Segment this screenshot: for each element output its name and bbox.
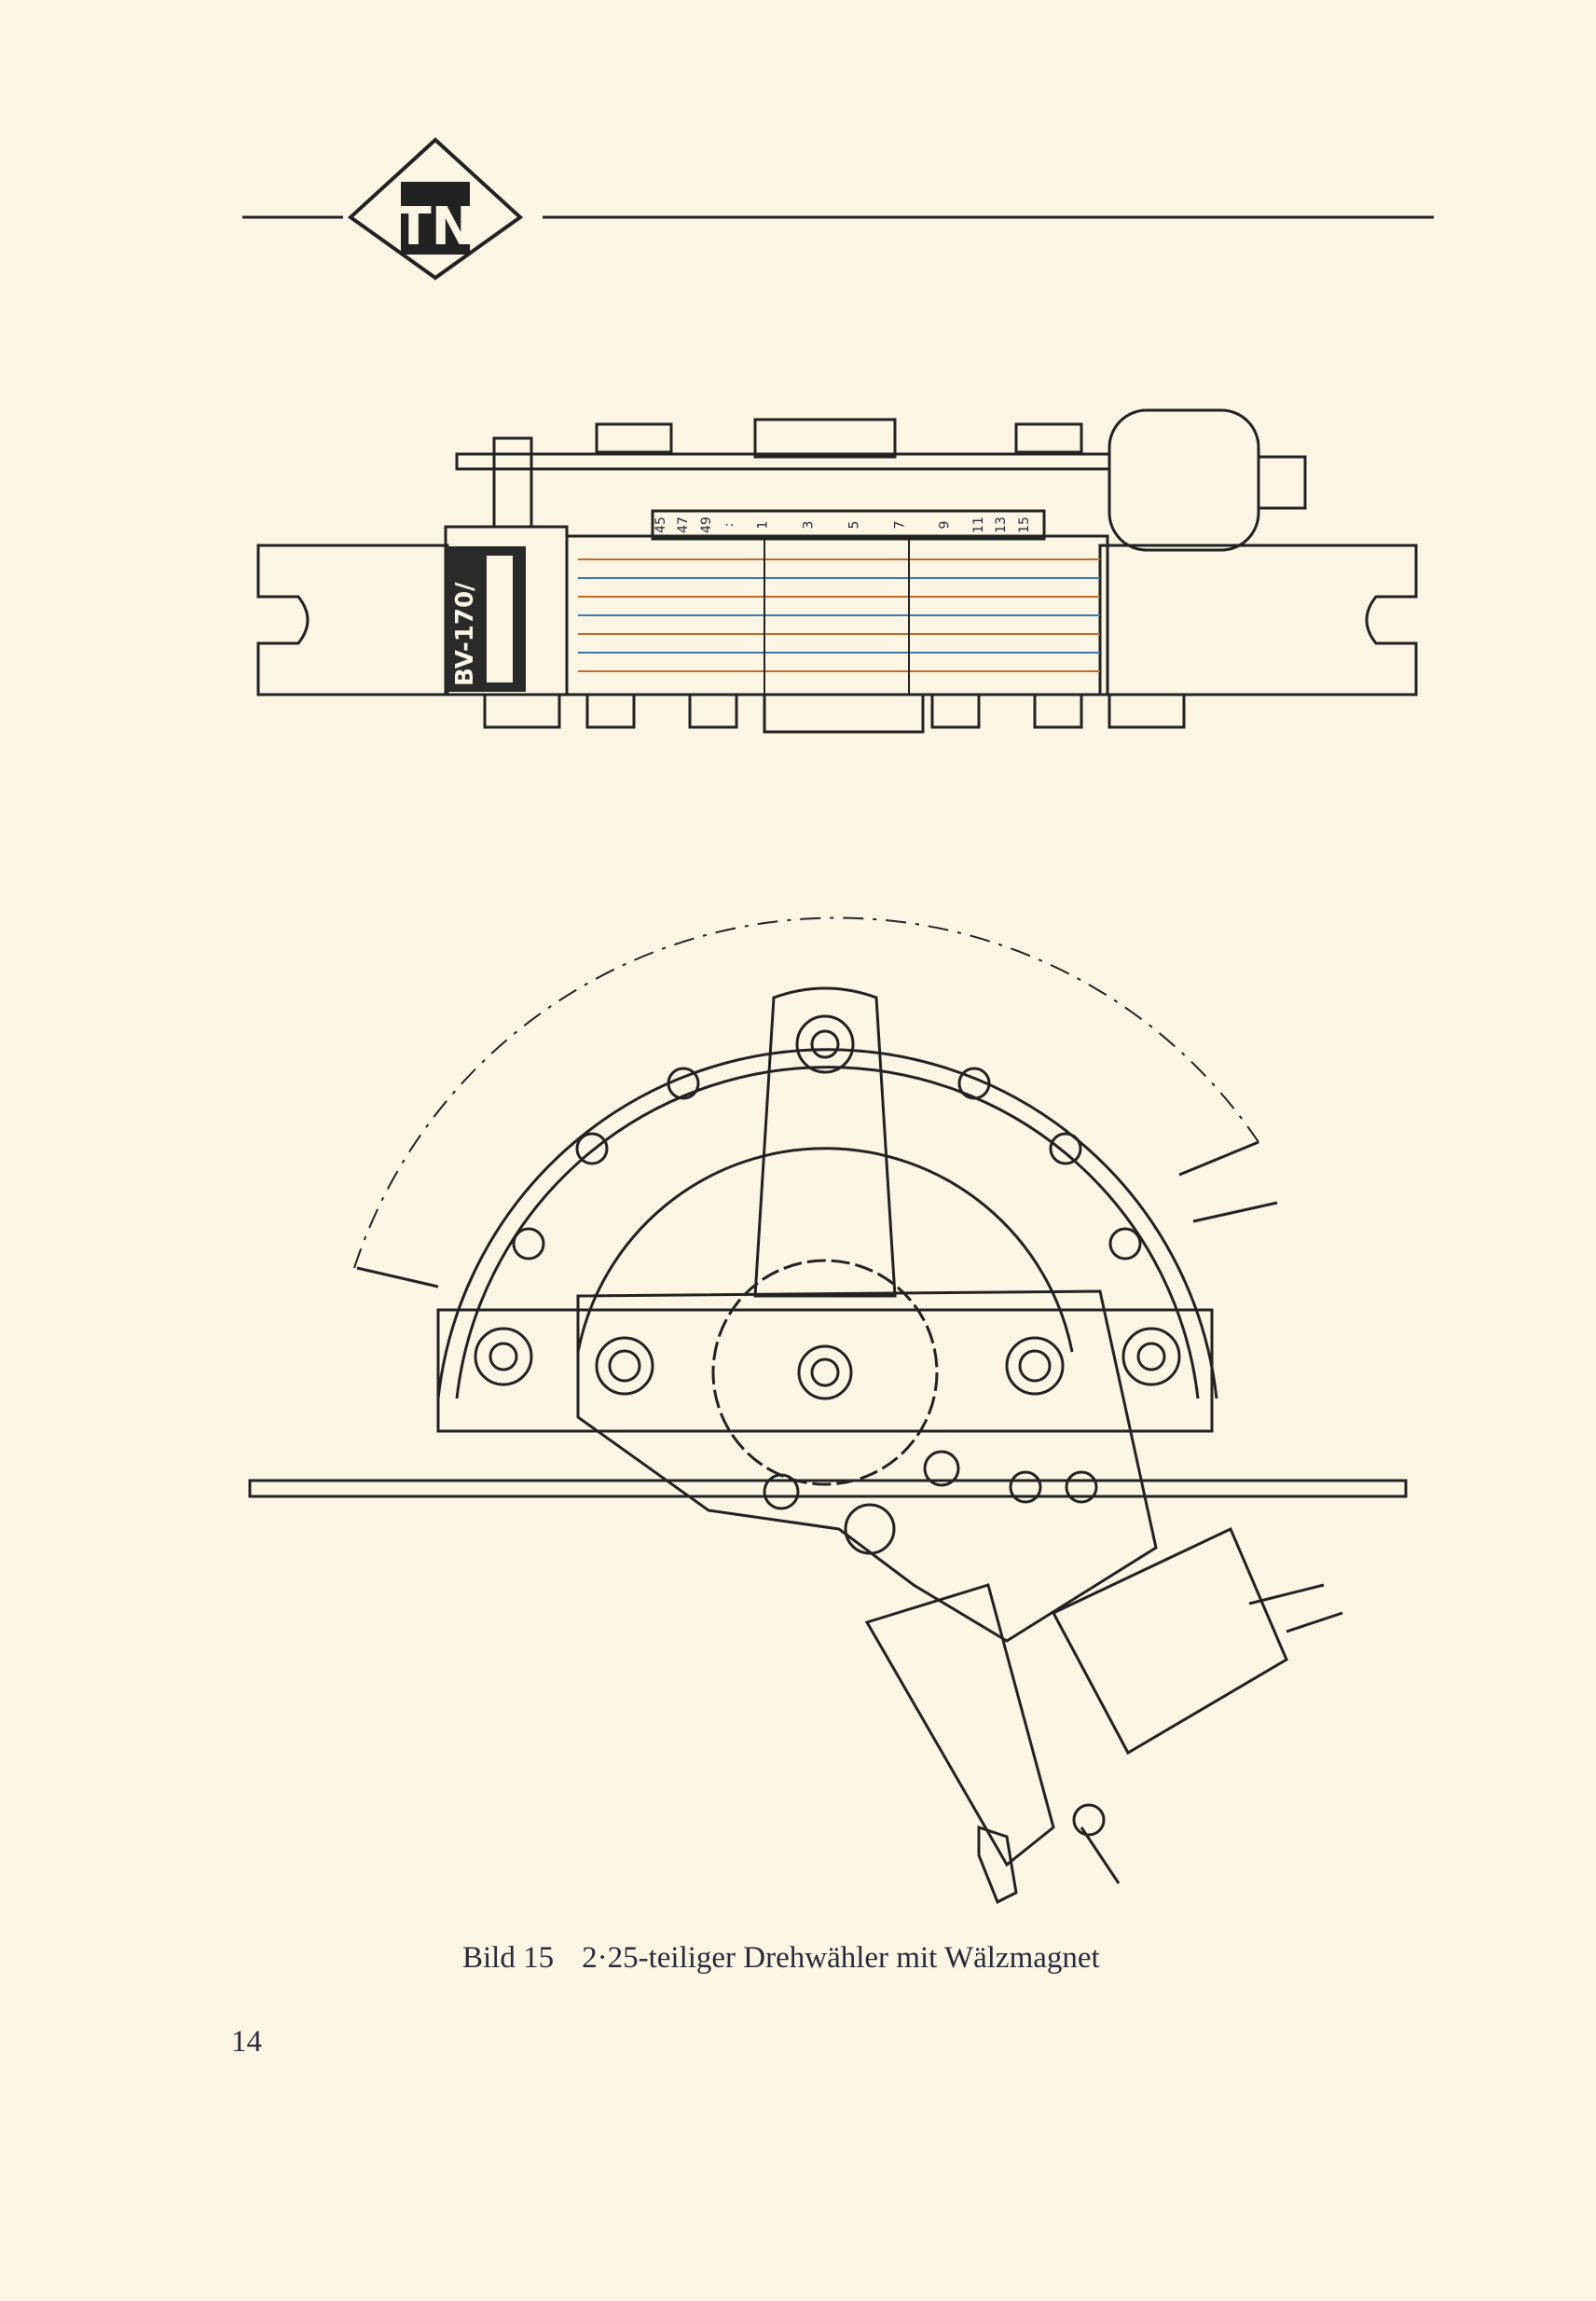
svg-text:TN: TN <box>395 197 475 257</box>
figure-caption: Bild 15 2·25-teiliger Drehwähler mit Wälz… <box>462 1941 1128 1976</box>
contact-scale: 45 47 49 : 1 3 5 7 9 11 13 15 <box>654 511 1042 539</box>
selector-side-view <box>256 408 1418 734</box>
scale-number: 1 <box>755 520 771 530</box>
scale-number: 15 <box>1016 517 1032 533</box>
figure-title: 2·25-teiliger Drehwähler mit Wälzmagnet <box>582 1941 1100 1975</box>
bv-type-plate: BV-170/ <box>446 546 526 692</box>
scale-number: : <box>722 522 737 528</box>
page-number: 14 <box>231 2025 262 2059</box>
scale-number: 7 <box>891 520 907 530</box>
type-plate-label: BV-170/ <box>451 582 479 686</box>
tn-logo: TN <box>347 137 524 281</box>
scale-number: 9 <box>937 520 953 530</box>
type-plate-window <box>487 556 513 682</box>
scale-number: 3 <box>801 520 817 530</box>
figure-number: Bild 15 <box>462 1941 555 1975</box>
selector-plan-view <box>248 916 1408 1905</box>
bolt-ring <box>512 1067 1142 1261</box>
scale-number: 5 <box>846 520 862 530</box>
